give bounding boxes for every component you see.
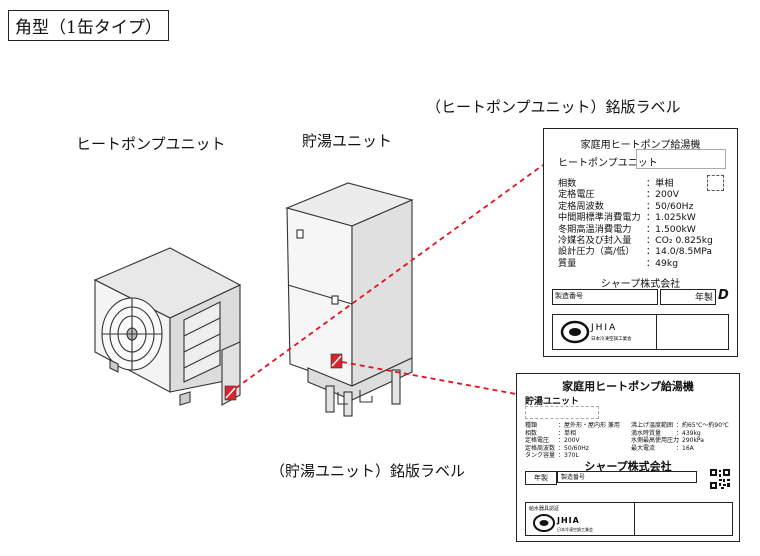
spec-row: 相数 ：単相	[558, 178, 713, 189]
spec-row: 定格電圧 ：200V	[558, 189, 713, 200]
plate-year-box: 年製	[525, 471, 557, 485]
spec-key: 定格電圧	[558, 189, 595, 201]
spec-key: 質量	[558, 257, 577, 269]
plate-certification-box: 給水器具認証 JHIA 日本冷凍空調工業会	[525, 502, 733, 536]
spec-key: 定格電圧	[525, 437, 550, 445]
plate-spec-list-left: 種類 ：屋外形・屋内形 兼用 相数 ：単相 定格電圧 ：200V 定格周波数：50/6…	[525, 422, 620, 460]
spec-value: ：約65℃〜約90℃	[676, 422, 729, 429]
spec-key: 定格周波数	[525, 444, 556, 452]
caption-heat-pump-label: （ヒートポンプユニット）銘版ラベル	[426, 98, 681, 116]
caption-storage-label: （貯湯ユニット）銘版ラベル	[270, 462, 466, 480]
spec-row: 相数 ：単相	[525, 430, 620, 438]
spec-value: ：290kPa	[676, 437, 704, 445]
spec-key: 相数	[558, 178, 577, 189]
spec-row: 設計圧力（高/低） ：14.0/8.5MPa	[558, 246, 713, 257]
spec-row: 冷媒名及び封入量 ：CO₂ 0.825kg	[558, 235, 713, 246]
spec-value: ：50/60Hz	[646, 200, 694, 212]
storage-leader-line	[341, 361, 517, 395]
spec-row: 定格周波数：50/60Hz	[525, 445, 620, 453]
spec-key: 水側最高使用圧力	[631, 437, 680, 445]
logo-sub-text: 日本冷凍空調工業会	[591, 335, 632, 342]
spec-key: 中間期標準消費電力	[558, 212, 641, 224]
plate-serial-box: 製造番号	[552, 289, 658, 305]
plate-model-label: 貯湯ユニット	[525, 397, 580, 407]
spec-value: ：単相	[558, 429, 577, 437]
jhia-logo-icon: JHIA 日本冷凍空調工業会	[560, 320, 632, 344]
spec-value: ：370L	[558, 452, 579, 460]
spec-row: 沸上げ温度範囲：約65℃〜約90℃	[631, 422, 729, 430]
spec-key: 最大電流	[631, 444, 656, 452]
spec-value: ：200V	[558, 437, 580, 445]
heat-pump-rating-plate: 家庭用ヒートポンプ給湯機 ヒートポンプユニット 相数 ：単相 定格電圧 ：200V …	[543, 128, 738, 357]
caption-storage-unit: 貯湯ユニット	[302, 132, 393, 150]
caption-heat-pump-unit: ヒートポンプユニット	[76, 135, 226, 153]
jhia-logo-icon: JHIA 日本冷凍空調工業会	[533, 514, 593, 532]
spec-value: ：49kg	[646, 257, 679, 269]
plate-maker: シャープ株式会社	[584, 460, 672, 473]
plate-header: 家庭用ヒートポンプ給湯機	[580, 140, 701, 151]
storage-rating-plate: 家庭用ヒートポンプ給湯機 貯湯ユニット 種類 ：屋外形・屋内形 兼用 相数 ：単相 …	[516, 373, 740, 542]
spec-key: 沸上げ温度範囲	[631, 422, 674, 429]
plate-header: 家庭用ヒートポンプ給湯機	[562, 380, 694, 393]
spec-value: ：50/60Hz	[558, 444, 589, 452]
spec-key: 定格周波数	[558, 200, 604, 212]
logo-sub-text: 日本冷凍空調工業会	[557, 526, 593, 532]
spec-key: 満水時質量	[631, 429, 662, 437]
spec-value: ：屋外形・屋内形 兼用	[558, 422, 620, 429]
logo-text: JHIA	[556, 516, 580, 525]
plate-certification-box: JHIA 日本冷凍空調工業会	[552, 314, 729, 350]
storage-unit-illustration	[285, 182, 414, 417]
logo-text: JHIA	[590, 323, 617, 333]
plate-model-label: ヒートポンプユニット	[558, 158, 658, 169]
spec-key: 冷媒名及び封入量	[558, 235, 632, 247]
spec-key: 種類	[525, 422, 538, 429]
spec-row: 中間期標準消費電力 ：1.025kW	[558, 212, 713, 223]
spec-row: 満水時質量 ：439kg	[631, 430, 729, 438]
spec-value: ：14.0/8.5MPa	[646, 246, 713, 258]
plate-year-box: 年製	[660, 289, 716, 305]
plate-divider	[656, 315, 657, 349]
heat-pump-unit-illustration	[93, 247, 242, 406]
spec-value: ：439kg	[676, 429, 701, 437]
plate-model-box	[525, 406, 599, 419]
page-title: 角型（1缶タイプ）	[8, 10, 169, 41]
spec-row: 質量 ：49kg	[558, 258, 713, 269]
spec-value: ：1.025kW	[646, 212, 696, 224]
spec-value: ：200V	[646, 189, 680, 201]
spec-row: タンク容量：370L	[525, 452, 620, 460]
plate-divider	[634, 503, 635, 535]
spec-key: 設計圧力（高/低）	[558, 246, 635, 258]
spec-row: 冬期高温消費電力 ：1.500kW	[558, 224, 713, 235]
spec-row: 水側最高使用圧力：290kPa	[631, 437, 729, 445]
d-mark-icon: D	[718, 288, 729, 303]
spec-row: 最大電流 ：16A	[631, 445, 729, 453]
plate-dashed-box	[707, 175, 724, 191]
spec-key: タンク容量	[525, 452, 556, 460]
plate-spec-list: 相数 ：単相 定格電圧 ：200V 定格周波数 ：50/60Hz 中間期標準消費電力 ：…	[558, 178, 713, 269]
plate-serial-box: 製造番号	[557, 471, 697, 483]
qr-code-icon	[709, 468, 731, 490]
spec-value: ：16A	[676, 444, 694, 452]
spec-row: 定格周波数 ：50/60Hz	[558, 201, 713, 212]
spec-key: 相数	[525, 429, 538, 437]
plate-cert-label: 給水器具認証	[529, 506, 560, 512]
plate-spec-list-right: 沸上げ温度範囲：約65℃〜約90℃ 満水時質量 ：439kg 水側最高使用圧力：2…	[631, 422, 729, 452]
spec-value: ：1.500kW	[646, 223, 696, 235]
spec-value: ：単相	[646, 178, 674, 189]
spec-key: 冬期高温消費電力	[558, 223, 632, 235]
heat-pump-leader-line	[235, 164, 544, 389]
spec-row: 種類 ：屋外形・屋内形 兼用	[525, 422, 620, 430]
plate-maker: シャープ株式会社	[600, 279, 681, 290]
plate-model-box	[636, 149, 726, 169]
spec-row: 定格電圧 ：200V	[525, 437, 620, 445]
spec-value: ：CO₂ 0.825kg	[646, 235, 713, 247]
